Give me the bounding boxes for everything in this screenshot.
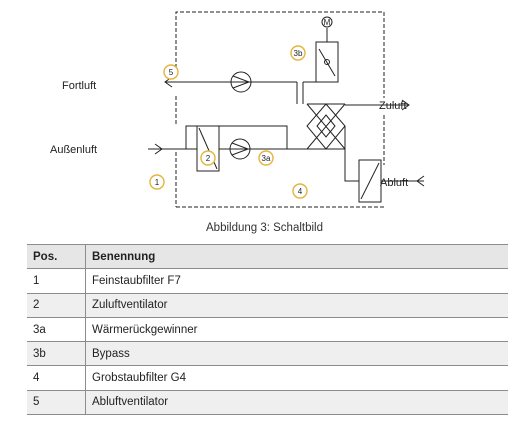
zuluft-fan-icon: [229, 138, 251, 160]
table-row: 1 Feinstaubfilter F7: [27, 268, 508, 294]
row-pos: 5: [27, 390, 86, 416]
row-name: Bypass: [85, 341, 508, 367]
row-pos: 1: [27, 268, 86, 294]
table-row: 4 Grobstaubfilter G4: [27, 365, 508, 391]
row-name: Zuluftventilator: [85, 293, 508, 318]
svg-text:5: 5: [169, 68, 174, 77]
fortluft-label: Fortluft: [62, 80, 96, 92]
svg-text:2: 2: [206, 154, 211, 163]
svg-text:3a: 3a: [262, 154, 271, 163]
schematic-diagram: M Fortluft Außenluft Zuluft Abluft 1 2 3…: [50, 11, 425, 208]
badge-1: 1: [149, 174, 165, 190]
badge-3b: 3b: [290, 45, 306, 61]
table-row: 3b Bypass: [27, 341, 508, 367]
badge-2: 2: [200, 150, 216, 166]
fortluft-fan-icon: [230, 71, 252, 93]
badge-5: 5: [163, 64, 179, 80]
motor-icon: [321, 16, 333, 28]
svg-text:4: 4: [298, 187, 303, 196]
row-pos: 2: [27, 293, 86, 318]
abluft-label: Abluft: [380, 177, 408, 189]
zuluft-label: Zuluft: [379, 100, 407, 112]
housing-outline: [175, 11, 385, 98]
table-row: 5 Abluftventilator: [27, 390, 508, 416]
row-name: Feinstaubfilter F7: [85, 268, 508, 294]
figure-caption: Abbildung 3: Schaltbild: [206, 222, 323, 234]
row-name: Grobstaubfilter G4: [85, 365, 508, 391]
badge-4: 4: [292, 183, 308, 199]
svg-text:3b: 3b: [294, 49, 303, 58]
aussenluft-label: Außenluft: [50, 144, 97, 156]
row-name: Abluftventilator: [85, 390, 508, 416]
badge-3a: 3a: [258, 150, 274, 166]
table-header-row: Pos. Benennung: [27, 243, 508, 270]
table-row: 2 Zuluftventilator: [27, 293, 508, 318]
table-row: 3a Wärmerückgewinner: [27, 317, 508, 343]
legend-table: Pos. Benennung 1 Feinstaubfilter F7 2 Zu…: [27, 243, 508, 416]
filter-f7-icon: [196, 125, 220, 172]
row-name: Wärmerückgewinner: [85, 317, 508, 343]
column-header-benennung: Benennung: [85, 243, 508, 270]
row-pos: 3a: [27, 317, 86, 343]
row-pos: 3b: [27, 341, 86, 367]
svg-text:1: 1: [155, 178, 160, 187]
column-header-pos: Pos.: [27, 243, 86, 270]
motor-label: M: [324, 18, 331, 27]
row-pos: 4: [27, 365, 86, 391]
